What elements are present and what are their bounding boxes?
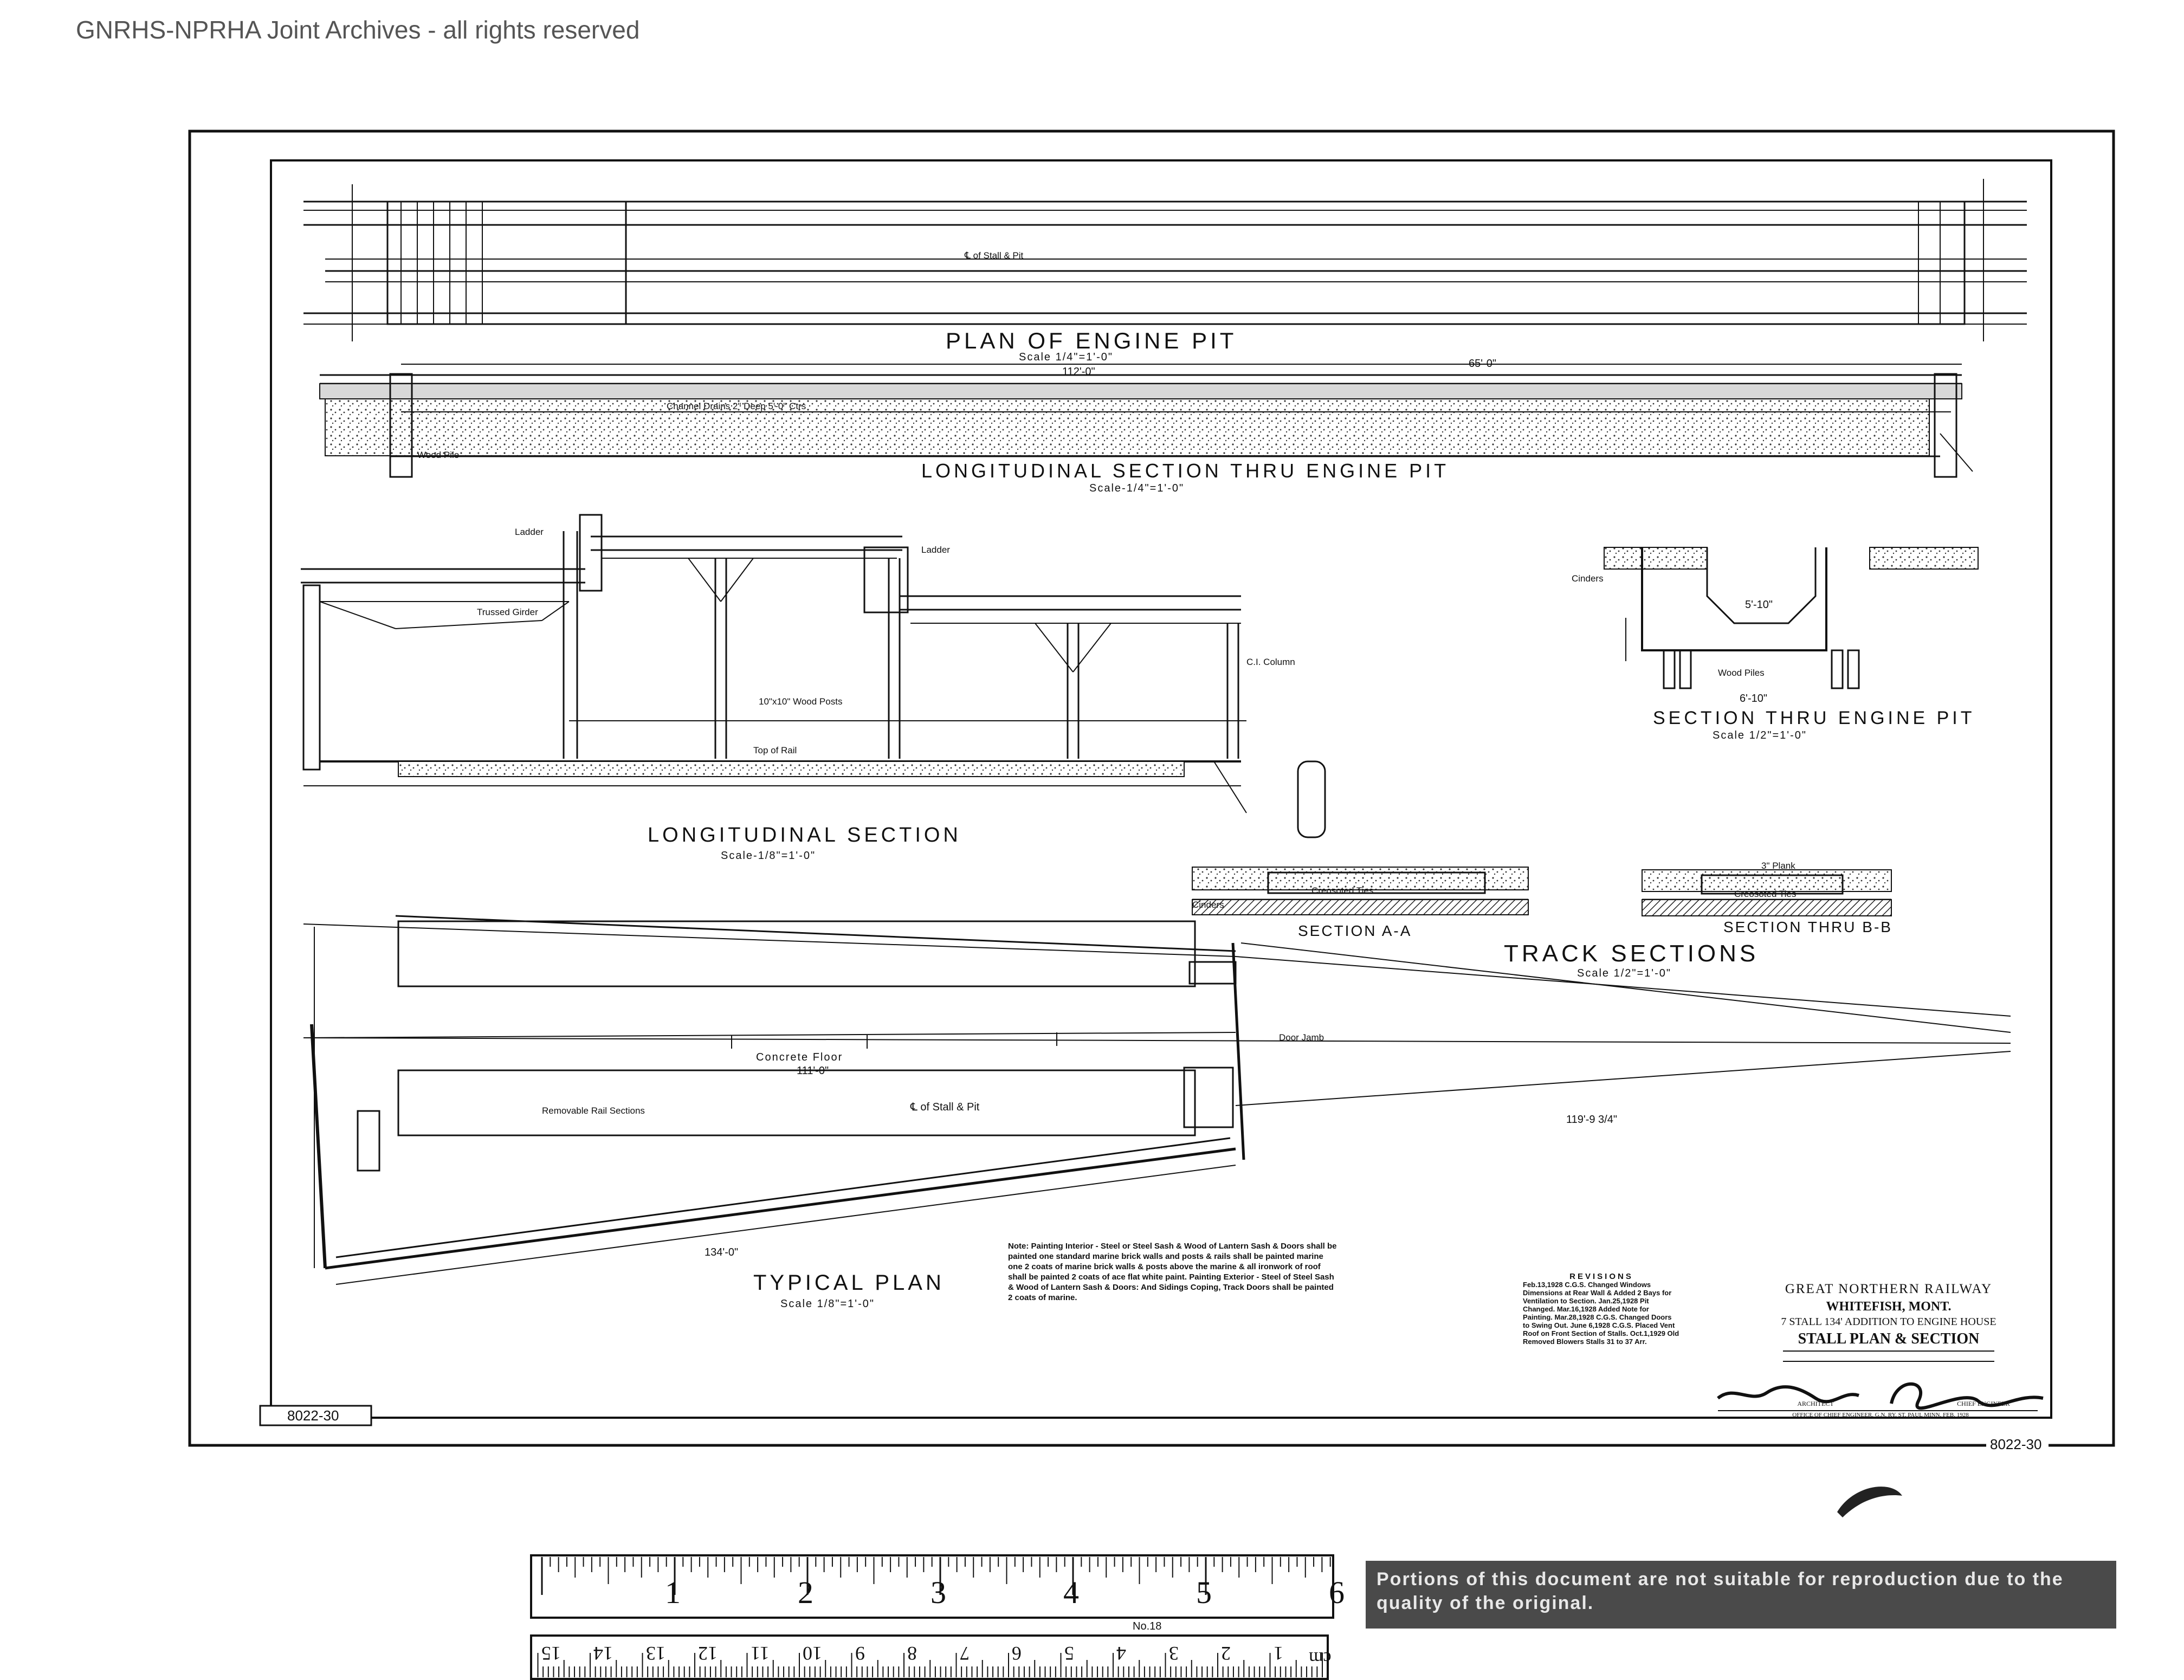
ruler-cm-number: 1: [1273, 1643, 1283, 1664]
view-scale-long-section: Scale-1/8"=1'-0": [721, 850, 816, 862]
label-removable-rail: Removable Rail Sections: [542, 1106, 645, 1116]
label-cl-stall-pit: ℄ of Stall & Pit: [965, 250, 1024, 261]
view-title-typical-plan: Typical Plan: [753, 1271, 945, 1295]
view-title-long-section: Longitudinal Section: [648, 824, 961, 847]
label-door-jamb: Door Jamb: [1279, 1032, 1324, 1043]
label-trussed-girder: Trussed Girder: [477, 607, 538, 617]
long-section-pit-drawing: [319, 364, 1973, 478]
ruler: [530, 1554, 1334, 1680]
label-cl-stall-pit-2: ℄ of Stall & Pit: [910, 1101, 980, 1113]
revisions-text: Feb.13,1928 C.G.S. Changed Windows Dimen…: [1523, 1281, 1679, 1346]
label-concrete-floor: Concrete Floor: [756, 1051, 843, 1063]
ruler-ticks: [537, 1557, 1331, 1677]
ruler-cm-number: 15: [541, 1643, 561, 1664]
title-office: Office of Chief Engineer, G.N. Ry. St. P…: [1792, 1412, 1969, 1418]
track-sections-drawing: [1192, 867, 1892, 916]
label-wood-piles: Wood Piles: [1718, 668, 1765, 678]
dim-5-10: 5'-10": [1745, 599, 1773, 611]
ruler-cm-number: 14: [593, 1643, 613, 1664]
ruler-inch-number: 5: [1196, 1575, 1212, 1610]
dim-112: 112'-0": [1062, 366, 1095, 378]
ruler-cm-number: 7: [959, 1643, 970, 1664]
title-architect: Architect: [1797, 1400, 1834, 1407]
revisions-heading: Revisions: [1569, 1272, 1633, 1281]
view-scale-typical-plan: Scale 1/8"=1'-0": [780, 1298, 875, 1310]
view-title-long-section-pit: Longitudinal Section Thru Engine Pit: [921, 460, 1450, 482]
label-plank: 3" Plank: [1761, 861, 1795, 871]
ruler-cm-number: 10: [803, 1643, 822, 1664]
view-scale-section-pit: Scale 1/2"=1'-0": [1713, 729, 1807, 741]
dwg-number-box-left: [259, 1405, 372, 1426]
ruler-cm-number: 11: [750, 1643, 770, 1664]
ink-smudge: [1837, 1487, 1902, 1517]
long-section-drawing: [301, 514, 1326, 838]
view-title-section-bb: Section Thru B-B: [1723, 919, 1892, 935]
view-title-section-aa: Section A-A: [1298, 922, 1412, 939]
label-cinders-1: Cinders: [1572, 573, 1604, 584]
dim-119: 119'-9 3/4": [1566, 1114, 1617, 1126]
ruler-cm-number: 4: [1116, 1643, 1126, 1664]
view-title-track-sections: Track Sections: [1504, 940, 1759, 967]
label-channel-drains: Channel Drains 2" Deep 5'-0" Ctrs: [667, 401, 806, 411]
title-chief-engineer: Chief Engineer: [1957, 1400, 2010, 1407]
view-scale-plan-engine-pit: Scale 1/4"=1'-0": [1019, 351, 1113, 363]
dim-6-10: 6'-10": [1740, 693, 1767, 705]
ruler-maker: No.18: [1133, 1620, 1162, 1632]
architect-signature: [1717, 1385, 1859, 1404]
ruler-inch-number: 6: [1329, 1575, 1345, 1610]
ruler-cm-label: cm: [1309, 1648, 1332, 1668]
dim-111: 111'-0": [797, 1065, 829, 1077]
label-wood-pile: Wood Pile: [417, 450, 460, 460]
outer-border: [188, 130, 2115, 1447]
label-creosoted-ties-2: Creosoted Ties: [1734, 889, 1797, 899]
title-company: Great Northern Railway: [1785, 1282, 1993, 1296]
view-title-section-pit: Section Thru Engine Pit: [1653, 708, 1975, 728]
label-ladder-2: Ladder: [921, 545, 950, 555]
view-scale-track-sections: Scale 1/2"=1'-0": [1577, 967, 1671, 979]
label-creosoted-ties-1: Creosoted Ties: [1311, 886, 1374, 896]
label-ci-column: C.I. Column: [1246, 657, 1295, 667]
label-wood-posts: 10"x10" Wood Posts: [759, 696, 843, 707]
dim-134: 134'-0": [705, 1246, 739, 1258]
archive-watermark: GNRHS-NPRHA Joint Archives - all rights …: [76, 16, 640, 44]
label-ladder-1: Ladder: [515, 527, 544, 537]
ruler-inch-number: 2: [798, 1575, 813, 1610]
drawing-number-right: 8022-30: [1990, 1436, 2042, 1452]
ruler-cm-number: 13: [645, 1643, 665, 1664]
title-project: 7 Stall 134' Addition to Engine House: [1781, 1316, 1996, 1328]
view-title-plan-engine-pit: Plan of Engine Pit: [946, 328, 1237, 353]
ruler-cm-number: 8: [907, 1643, 917, 1664]
typical-plan-drawing: [303, 915, 2011, 1285]
reproduction-notice: Portions of this document are not suitab…: [1366, 1561, 2116, 1629]
ruler-inch-number: 4: [1063, 1575, 1079, 1610]
dwg-number-box-right: [1986, 1436, 2049, 1452]
ruler-cm-number: 6: [1012, 1643, 1022, 1664]
drawing-number-left: 8022-30: [287, 1407, 339, 1424]
ruler-cm-number: 9: [855, 1643, 865, 1664]
dim-65: 65'-0": [1469, 358, 1496, 370]
revisions-block: Revisions Feb.13,1928 C.G.S. Changed Win…: [1523, 1272, 1680, 1346]
painting-notes: Note: Painting Interior - Steel or Steel…: [1008, 1242, 1337, 1302]
ruler-cm-number: 2: [1221, 1643, 1231, 1664]
label-cinders-2: Cinders: [1192, 900, 1224, 910]
label-top-of-rail: Top of Rail: [753, 745, 797, 755]
inner-border: [270, 159, 2052, 1419]
ruler-cm-number: 5: [1064, 1643, 1074, 1664]
view-scale-long-section-pit: Scale-1/4"=1'-0": [1089, 482, 1185, 494]
engineer-signature: [1890, 1382, 2044, 1410]
ruler-cm-number: 3: [1168, 1643, 1179, 1664]
section-pit-drawing: [1604, 547, 1979, 689]
title-block-rules: [1718, 1351, 2038, 1411]
ruler-inch-number: 1: [665, 1575, 681, 1610]
plan-engine-pit-drawing: [303, 179, 2027, 341]
title-location: Whitefish, Mont.: [1826, 1300, 1952, 1314]
title-drawing: Stall Plan & Section: [1798, 1330, 1980, 1347]
ruler-inch-number: 3: [931, 1575, 946, 1610]
ruler-cm-number: 12: [698, 1643, 718, 1664]
